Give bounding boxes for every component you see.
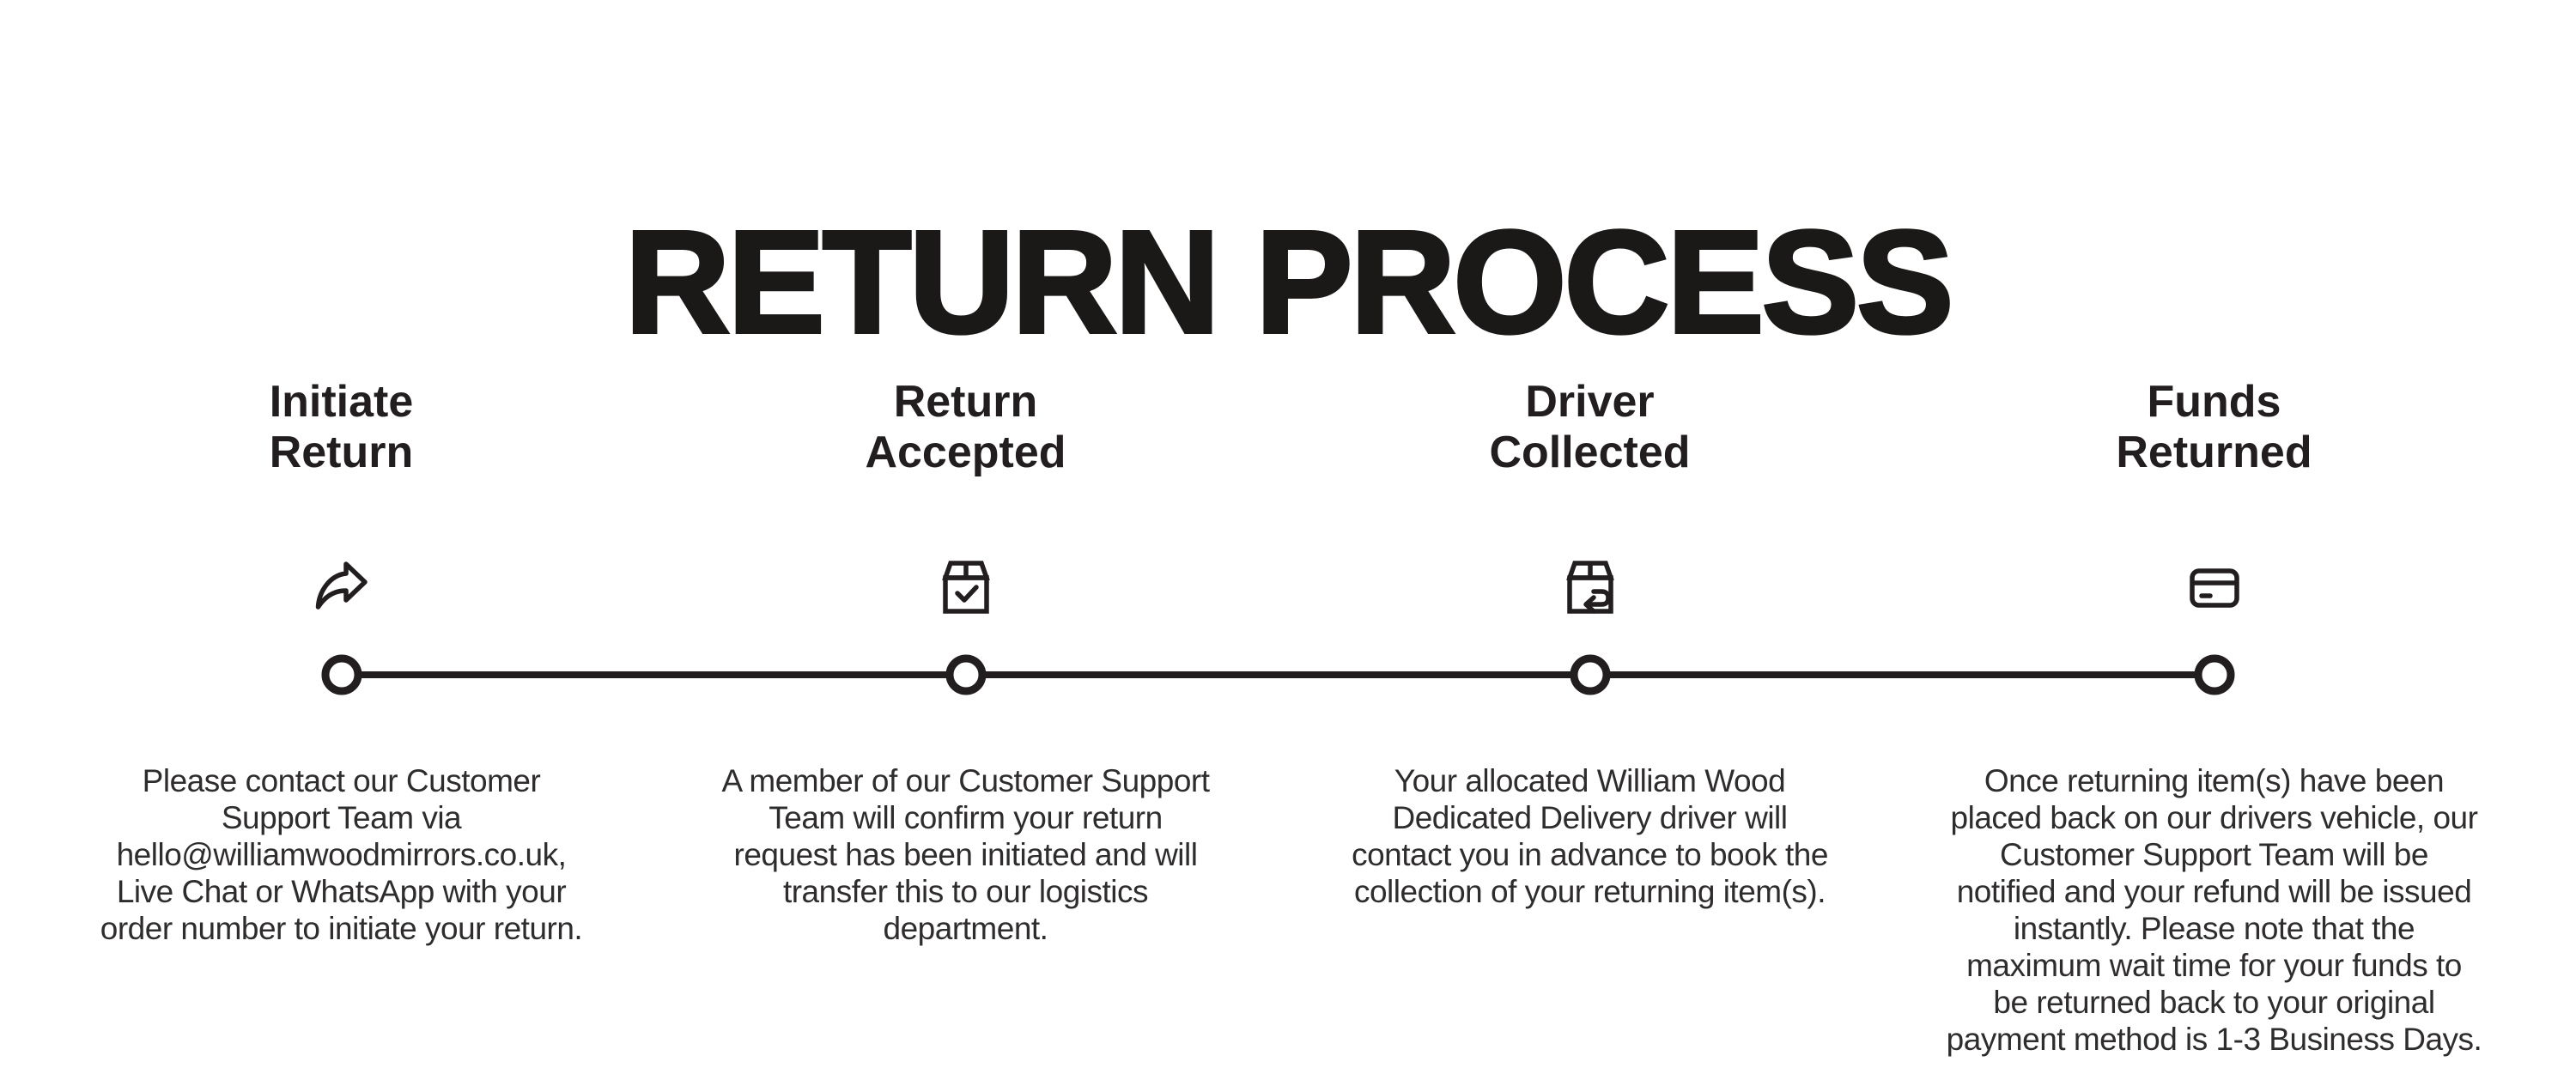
- icon-cell-funds-returned: [1902, 556, 2526, 618]
- step-title-funds-returned: Funds Returned: [2116, 377, 2312, 477]
- column-funds-returned: Funds Returned: [1902, 377, 2526, 478]
- step-title-return-accepted: Return Accepted: [865, 377, 1066, 477]
- timeline-node-initiate-return: [321, 654, 361, 695]
- step-description-initiate-return: Please contact our Customer Support Team…: [100, 763, 583, 946]
- step-description-return-accepted: A member of our Customer Support Team wi…: [721, 763, 1210, 946]
- page-title: RETURN PROCESS: [623, 200, 1956, 364]
- desc-cell-return-accepted: A member of our Customer Support Team wi…: [653, 762, 1278, 1058]
- desc-cell-funds-returned: Once returning item(s) have been placed …: [1902, 762, 2526, 1058]
- step-headings-row: Initiate Return Return Accepted Driver C…: [29, 377, 2526, 478]
- step-descriptions-row: Please contact our Customer Support Team…: [29, 762, 2526, 1058]
- column-return-accepted: Return Accepted: [653, 377, 1278, 478]
- column-driver-collected: Driver Collected: [1278, 377, 1902, 478]
- box-check-icon: [941, 561, 990, 614]
- timeline-node-funds-returned: [2194, 654, 2234, 695]
- timeline-line: [341, 670, 2215, 678]
- timeline-node-driver-collected: [1570, 654, 1610, 695]
- icon-cell-initiate-return: [29, 556, 653, 618]
- icon-cell-return-accepted: [653, 556, 1278, 618]
- credit-card-icon: [2189, 568, 2239, 608]
- step-description-driver-collected: Your allocated William Wood Dedicated De…: [1352, 763, 1828, 909]
- step-title-initiate-return: Initiate Return: [269, 377, 414, 477]
- desc-cell-driver-collected: Your allocated William Wood Dedicated De…: [1278, 762, 1902, 1058]
- process-timeline: [29, 654, 2526, 695]
- icon-cell-driver-collected: [1278, 556, 1902, 618]
- timeline-node-return-accepted: [945, 654, 986, 695]
- box-return-arrow-icon: [1565, 561, 1614, 614]
- step-icons-row: [29, 556, 2526, 618]
- desc-cell-initiate-return: Please contact our Customer Support Team…: [29, 762, 653, 1058]
- step-title-driver-collected: Driver Collected: [1489, 377, 1691, 477]
- step-description-funds-returned: Once returning item(s) have been placed …: [1946, 763, 2482, 1057]
- share-arrow-icon: [315, 561, 368, 610]
- column-initiate-return: Initiate Return: [29, 377, 653, 478]
